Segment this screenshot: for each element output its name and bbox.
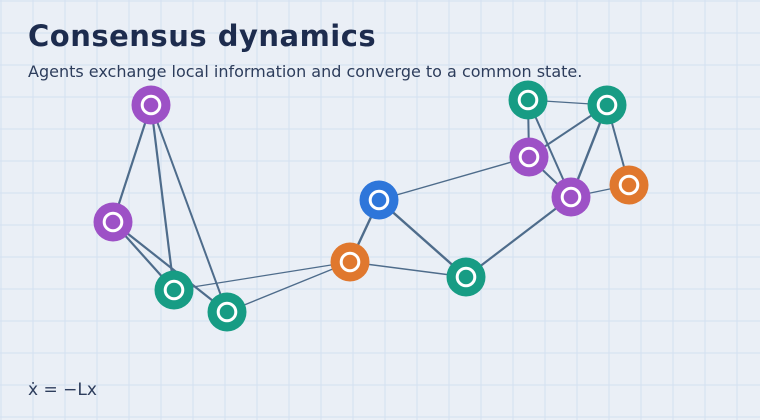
node-ring-icon xyxy=(596,94,618,116)
node-body xyxy=(154,270,194,310)
node-ring-icon xyxy=(140,94,162,116)
graph-node-teal xyxy=(587,85,627,125)
node-ring-icon xyxy=(517,89,539,111)
node-ring-icon xyxy=(339,251,361,273)
node-body xyxy=(93,202,133,242)
graph-node-purple xyxy=(93,202,133,242)
graph-node-teal xyxy=(508,80,548,120)
node-body xyxy=(131,85,171,125)
node-body xyxy=(508,80,548,120)
graph-node-teal xyxy=(207,292,247,332)
graph-edge-n4-n5 xyxy=(226,261,351,313)
node-ring-icon xyxy=(368,189,390,211)
node-body xyxy=(359,180,399,220)
graph-edge-n6-n10 xyxy=(378,156,530,201)
graph-node-blue xyxy=(359,180,399,220)
page-title: Consensus dynamics xyxy=(28,19,377,53)
node-ring-icon xyxy=(618,174,640,196)
graph-node-teal xyxy=(446,257,486,297)
graph-node-purple xyxy=(551,177,591,217)
node-ring-icon xyxy=(102,211,124,233)
node-body xyxy=(587,85,627,125)
node-ring-icon xyxy=(518,146,540,168)
node-ring-icon xyxy=(163,279,185,301)
node-body xyxy=(551,177,591,217)
graph-edge-n1-n2 xyxy=(111,104,153,223)
node-body xyxy=(446,257,486,297)
node-body xyxy=(330,242,370,282)
node-ring-icon xyxy=(216,301,238,323)
graph-node-purple xyxy=(131,85,171,125)
graph-node-orange xyxy=(330,242,370,282)
graph-edge-n2-n4 xyxy=(112,221,228,313)
graph-edge-n1-n3 xyxy=(149,104,176,291)
graph-node-purple xyxy=(509,137,549,177)
node-ring-icon xyxy=(455,266,477,288)
graph-node-orange xyxy=(609,165,649,205)
node-body xyxy=(207,292,247,332)
page-subtitle: Agents exchange local information and co… xyxy=(28,62,583,81)
node-body xyxy=(609,165,649,205)
graph-edge-n7-n11 xyxy=(465,196,572,278)
graph-edge-n3-n5 xyxy=(173,261,351,291)
graph-node-teal xyxy=(154,270,194,310)
dynamics-equation: ẋ = −Lx xyxy=(28,380,97,400)
node-body xyxy=(509,137,549,177)
graph-edge-n1-n4 xyxy=(150,104,228,313)
node-ring-icon xyxy=(560,186,582,208)
